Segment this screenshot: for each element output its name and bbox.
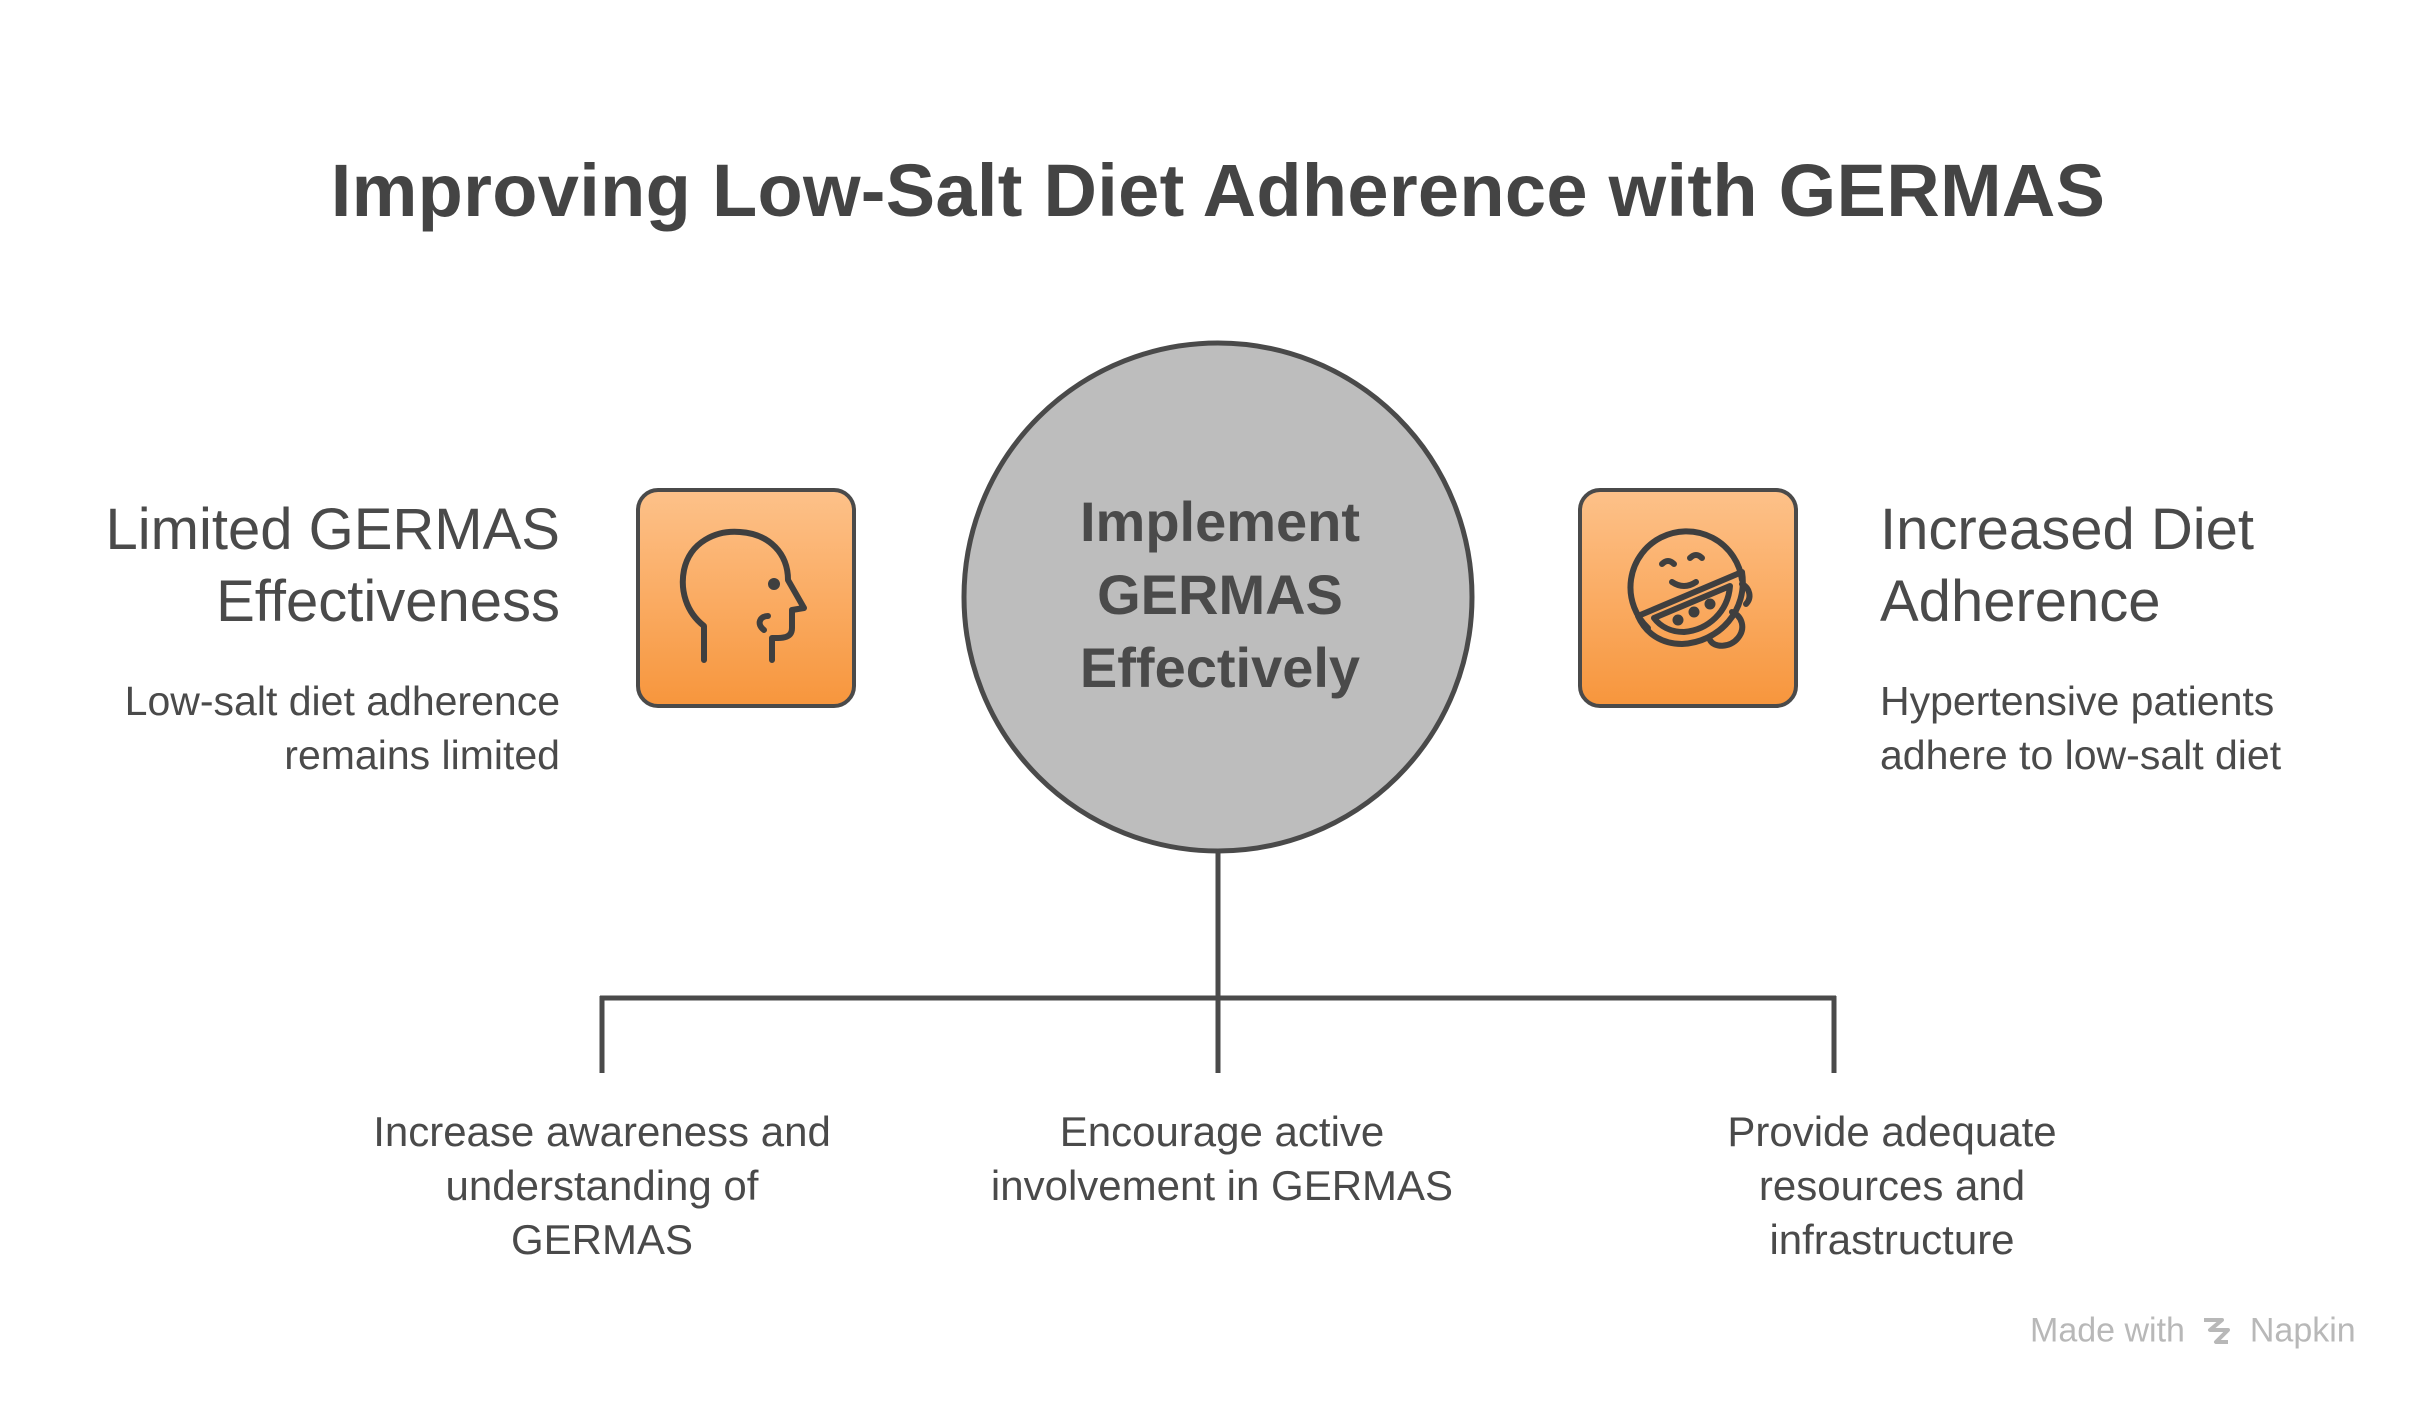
right-icon-box: [1578, 488, 1798, 708]
brand-text: Napkin: [2249, 1311, 2356, 1350]
center-label-line: GERMAS: [1097, 563, 1343, 626]
eating-watermelon-icon: [1627, 528, 1753, 649]
left-description: Low-salt diet adherence remains limited: [124, 678, 560, 778]
right-heading: Increased Diet Adherence: [1880, 497, 2254, 634]
branch-label-involvement: Encourage active involvement in GERMAS: [990, 1108, 1454, 1209]
napkin-logo-icon: [2204, 1318, 2231, 1345]
branch-label-resources: Provide adequate resources and infrastru…: [1727, 1108, 2057, 1263]
branch-label-awareness: Increase awareness and understanding of …: [373, 1108, 831, 1263]
right-description: Hypertensive patients adhere to low-salt…: [1880, 678, 2282, 778]
diagram-title: Improving Low-Salt Diet Adherence with G…: [330, 149, 2106, 232]
left-heading: Limited GERMAS Effectiveness: [105, 497, 560, 634]
center-label: Implement GERMAS Effectively: [1030, 485, 1410, 704]
napkin-watermark: Made with Napkin: [2030, 1310, 2390, 1351]
left-icon-box: [636, 488, 856, 708]
made-with-text: Made with: [2030, 1311, 2185, 1350]
center-label-line: Effectively: [1079, 636, 1361, 699]
center-label-line: Implement: [1079, 490, 1361, 553]
center-circle: [961, 340, 1475, 854]
head-profile-icon: [679, 528, 807, 663]
